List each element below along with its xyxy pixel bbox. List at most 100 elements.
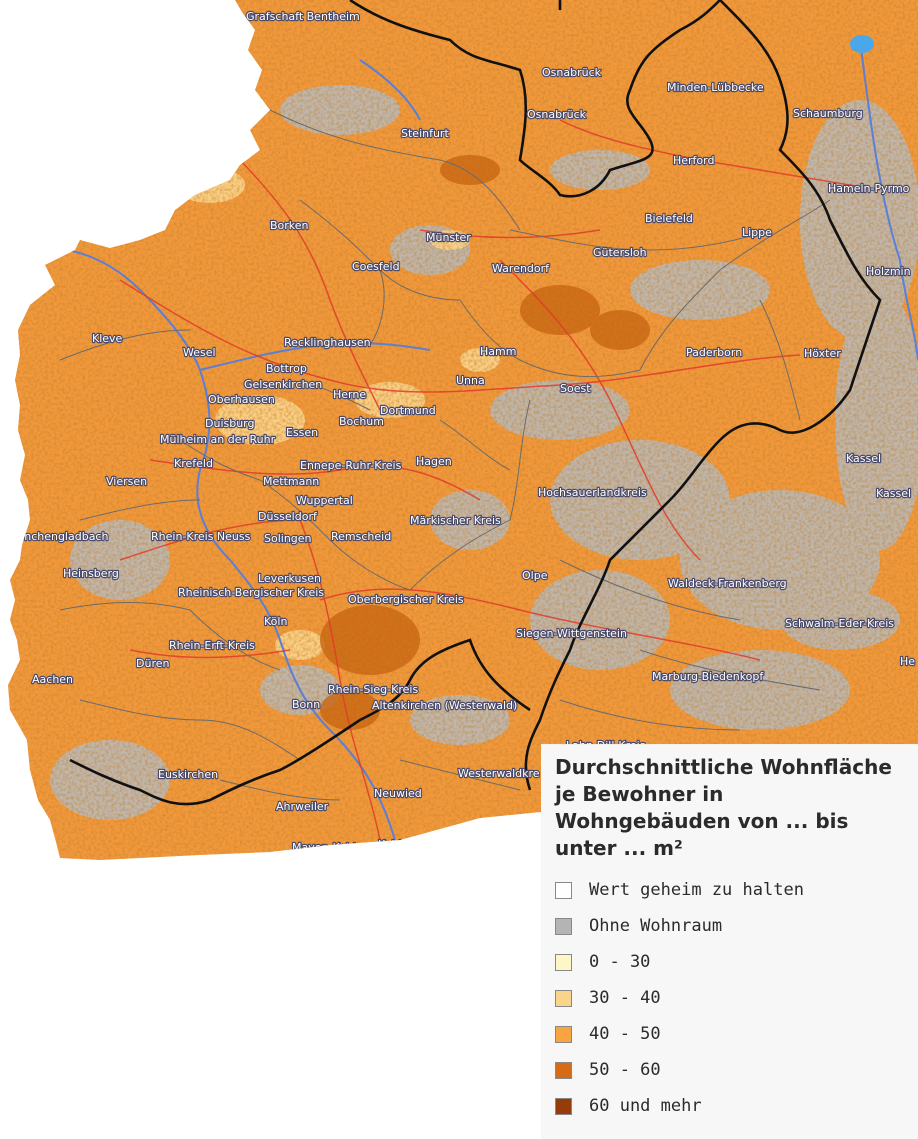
legend-item-30-40: 30 - 40 (555, 980, 904, 1016)
place-label-oberhausen: Oberhausen (208, 393, 275, 406)
place-label-borken: Borken (270, 219, 309, 232)
legend-swatch-0-30 (555, 953, 572, 971)
legend-item-ohne-wohnraum: Ohne Wohnraum (555, 908, 904, 944)
legend-swatch-secret (555, 881, 572, 899)
place-label-kassel-kreis: Kassel (846, 452, 881, 465)
legend-title: Durchschnittliche Wohnfläche je Bewohner… (555, 755, 892, 860)
place-label-duesseldorf: Düsseldorf (258, 510, 318, 523)
legend-label-50-60: 50 - 60 (589, 1060, 661, 1080)
legend-swatch-ohne-wohnraum (555, 917, 572, 935)
legend-swatch-60-plus (555, 1097, 572, 1115)
place-label-viersen: Viersen (106, 475, 147, 488)
place-label-herford: Herford (673, 154, 714, 167)
map-legend: Durchschnittliche Wohnfläche je Bewohner… (541, 744, 918, 1139)
place-label-duisburg: Duisburg (205, 417, 255, 430)
place-label-essen: Essen (286, 426, 318, 439)
place-label-schaumburg: Schaumburg (793, 107, 863, 120)
legend-swatch-50-60 (555, 1061, 572, 1079)
legend-swatch-30-40 (555, 989, 572, 1007)
legend-swatch-40-50 (555, 1025, 572, 1043)
place-label-koeln: Köln (264, 615, 287, 628)
place-label-hamm: Hamm (480, 345, 516, 358)
place-label-kleve: Kleve (92, 332, 123, 345)
state-borders (69, 0, 882, 806)
legend-label-40-50: 40 - 50 (589, 1024, 661, 1044)
place-label-soest: Soest (560, 382, 591, 395)
place-label-gelsenkirchen: Gelsenkirchen (244, 378, 322, 391)
place-label-paderborn: Paderborn (686, 346, 742, 359)
place-label-ennepe-ruhr: Ennepe-Ruhr-Kreis (300, 459, 402, 472)
legend-item-50-60: 50 - 60 (555, 1052, 904, 1088)
place-label-olpe: Olpe (522, 569, 548, 582)
place-label-krefeld: Krefeld (174, 457, 213, 470)
district-borders (59, 109, 831, 801)
place-label-wuppertal: Wuppertal (296, 494, 353, 507)
place-label-herne: Herne (333, 388, 366, 401)
place-label-muelheim: Mülheim an der Ruhr (160, 433, 276, 446)
place-label-ahrweiler: Ahrweiler (276, 800, 329, 813)
place-label-maerkischer-kreis: Märkischer Kreis (410, 514, 501, 527)
place-label-hoexter: Höxter (804, 347, 841, 360)
place-label-rhein-sieg-kreis: Rhein-Sieg-Kreis (328, 683, 418, 696)
place-label-steinfurt: Steinfurt (401, 127, 449, 140)
place-label-wesel: Wesel (183, 346, 216, 359)
place-label-mettmann: Mettmann (263, 475, 319, 488)
place-label-hessen-partial: He (900, 655, 915, 668)
place-label-hameln-pyrmont: Hameln-Pyrmo (828, 182, 910, 195)
lake (850, 35, 874, 53)
place-label-unna: Unna (456, 374, 485, 387)
place-label-oberbergischer-kreis: Oberbergischer Kreis (348, 593, 464, 606)
place-label-altenkirchen: Altenkirchen (Westerwald) (372, 699, 517, 712)
rivers (39, 39, 918, 841)
place-label-grafschaft-bentheim: Grafschaft Bentheim (246, 10, 360, 23)
legend-item-40-50: 40 - 50 (555, 1016, 904, 1052)
legend-item-60-plus: 60 und mehr (555, 1088, 904, 1124)
place-label-solingen: Solingen (264, 532, 312, 545)
place-label-recklinghausen: Recklinghausen (284, 336, 371, 349)
place-label-rheinisch-bergischer-kreis: Rheinisch-Bergischer Kreis (178, 586, 324, 599)
place-label-holzminden: Holzmin (866, 265, 911, 278)
place-label-rhein-erft-kreis: Rhein-Erft-Kreis (169, 639, 255, 652)
place-label-leverkusen: Leverkusen (258, 572, 321, 585)
place-label-marburg-biedenkopf: Marburg-Biedenkopf (652, 670, 764, 683)
legend-label-0-30: 0 - 30 (589, 952, 651, 972)
place-label-remscheid: Remscheid (331, 530, 391, 543)
place-label-aachen: Aachen (32, 673, 73, 686)
place-label-bielefeld: Bielefeld (645, 212, 693, 225)
legend-label-ohne-wohnraum: Ohne Wohnraum (589, 916, 723, 936)
place-label-minden-luebbecke: Minden-Lübbecke (667, 81, 764, 94)
place-label-siegen-wittgenstein: Siegen-Wittgenstein (516, 627, 627, 640)
place-label-mayen-koblenz: Mayen-Koblenz (292, 841, 376, 854)
place-label-limburg-partial: Lim (518, 823, 538, 836)
place-label-heinsberg: Heinsberg (63, 567, 119, 580)
place-label-rhein-kreis-neuss: Rhein-Kreis Neuss (151, 530, 251, 543)
legend-label-secret: Wert geheim zu halten (589, 880, 804, 900)
place-label-neuwied: Neuwied (374, 787, 422, 800)
place-label-warendorf: Warendorf (492, 262, 550, 275)
place-label-hagen: Hagen (416, 455, 452, 468)
place-label-bonn: Bonn (292, 698, 320, 711)
roads (119, 119, 881, 841)
place-label-guetersloh: Gütersloh (593, 246, 647, 259)
place-label-muenster: Münster (426, 231, 471, 244)
place-label-bottrop: Bottrop (266, 362, 307, 375)
legend-label-30-40: 30 - 40 (589, 988, 661, 1008)
place-label-coesfeld: Coesfeld (352, 260, 400, 273)
legend-label-60-plus: 60 und mehr (589, 1096, 702, 1116)
place-label-dortmund: Dortmund (380, 404, 436, 417)
legend-item-0-30: 0 - 30 (555, 944, 904, 980)
place-label-westerwaldkreis: Westerwaldkre (458, 767, 540, 780)
place-label-schwalm-eder-kreis: Schwalm-Eder-Kreis (785, 617, 894, 630)
legend-item-secret: Wert geheim zu halten (555, 872, 904, 908)
place-label-osnabrueck-stadt: Osnabrück (542, 66, 602, 79)
place-label-euskirchen: Euskirchen (158, 768, 218, 781)
place-label-dueren: Düren (136, 657, 169, 670)
place-label-bochum: Bochum (339, 415, 384, 428)
place-label-waldeck-frankenberg: Waldeck-Frankenberg (668, 577, 787, 590)
place-label-osnabrueck-kreis: Osnabrück (527, 108, 587, 121)
place-label-hochsauerlandkreis: Hochsauerlandkreis (538, 486, 647, 499)
place-label-koblenz: Koblenz (378, 838, 421, 851)
